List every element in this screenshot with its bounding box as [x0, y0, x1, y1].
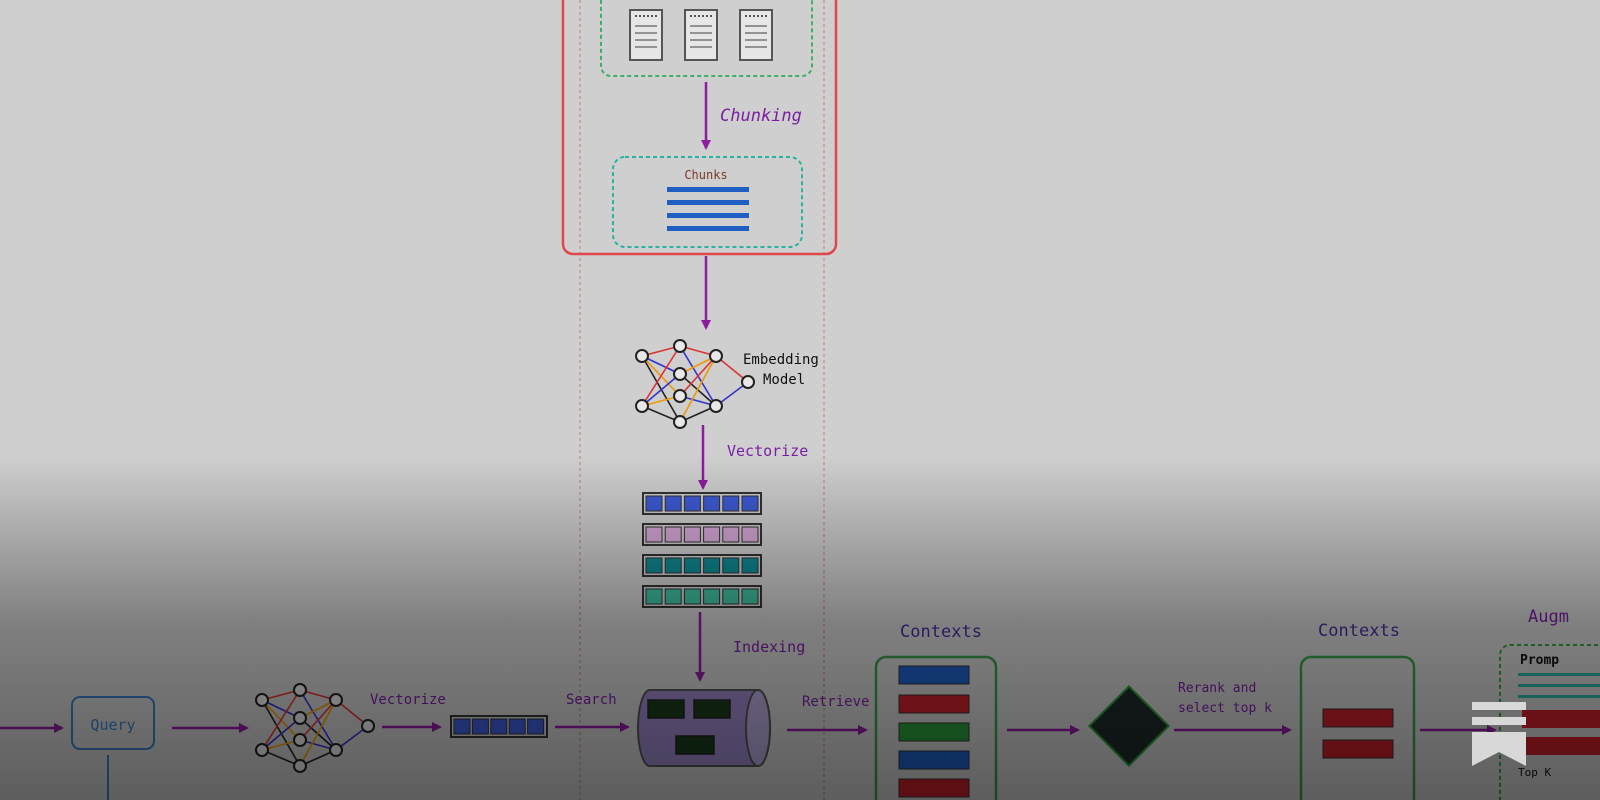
contexts-box-2 [1299, 655, 1416, 800]
document-icon [629, 9, 663, 61]
bookmark-icon[interactable] [1470, 702, 1528, 768]
vector-cell [703, 588, 721, 605]
nn-node [329, 743, 343, 757]
vector-cell [664, 526, 682, 543]
vector-cell [741, 588, 759, 605]
chunks-label: Chunks [684, 168, 727, 182]
query-label: Query [90, 716, 135, 734]
nn-node [673, 339, 687, 353]
vector-cell [722, 495, 740, 512]
chunking-label: Chunking [720, 106, 802, 126]
query-vector [450, 715, 548, 738]
vector-cell [683, 526, 701, 543]
vector-store-icon [637, 689, 771, 767]
vector-cell [490, 718, 508, 735]
nn-node [293, 711, 307, 725]
reranker-icon [1087, 684, 1171, 768]
vector-stack [642, 492, 762, 608]
nn-node [329, 693, 343, 707]
nn-node [293, 733, 307, 747]
nn-node [255, 743, 269, 757]
embedding-model-label-line1: Embedding [743, 352, 819, 368]
augment-title: Augm [1528, 607, 1569, 627]
vector-cell [703, 526, 721, 543]
rerank-label-line2: select top k [1178, 701, 1272, 716]
vector-cell [664, 557, 682, 574]
vector-cell [645, 526, 663, 543]
nn-node [635, 349, 649, 363]
vector-cell [703, 557, 721, 574]
vector-cell [741, 526, 759, 543]
vector-cell [722, 526, 740, 543]
vector-cell [683, 557, 701, 574]
vector-cell [645, 557, 663, 574]
indexing-label: Indexing [733, 638, 805, 656]
retrieve-label: Retrieve [802, 694, 869, 710]
neural-network-icon [635, 339, 755, 429]
vector-cell [683, 588, 701, 605]
embedding-model-label-line2: Model [763, 372, 805, 388]
contexts-bars-1 [898, 665, 970, 798]
nn-node [709, 399, 723, 413]
vector-cell [664, 588, 682, 605]
vector-cell [664, 495, 682, 512]
nn-node [709, 349, 723, 363]
nn-node [293, 683, 307, 697]
vector-cell [645, 588, 663, 605]
nn-node [293, 759, 307, 773]
vector-cell [527, 718, 545, 735]
prompt-label: Promp [1520, 653, 1559, 668]
vector-cell [741, 557, 759, 574]
vector-cell [722, 557, 740, 574]
nn-node [361, 719, 375, 733]
vectorize-label-top: Vectorize [727, 442, 808, 460]
neural-network-icon [255, 683, 375, 773]
vector-cell [741, 495, 759, 512]
contexts-title-2: Contexts [1318, 621, 1400, 641]
nn-node [673, 367, 687, 381]
vector-cell [683, 495, 701, 512]
document-icon [684, 9, 718, 61]
rerank-label-line1: Rerank and [1178, 681, 1256, 696]
vector-cell [722, 588, 740, 605]
vectorize-label-bottom: Vectorize [370, 692, 446, 708]
prompt-lines [1518, 673, 1600, 755]
document-icon [739, 9, 773, 61]
nn-node [635, 399, 649, 413]
nn-node [673, 415, 687, 429]
nn-node [255, 693, 269, 707]
vector-cell [703, 495, 721, 512]
search-label: Search [566, 692, 617, 708]
chunk-lines [667, 187, 749, 231]
contexts-bars-2 [1322, 708, 1394, 759]
nn-node [673, 389, 687, 403]
contexts-title-1: Contexts [900, 622, 982, 642]
nn-node [741, 375, 755, 389]
vector-cell [645, 495, 663, 512]
vector-cell [508, 718, 526, 735]
vector-cell [453, 718, 471, 735]
vector-cell [471, 718, 489, 735]
